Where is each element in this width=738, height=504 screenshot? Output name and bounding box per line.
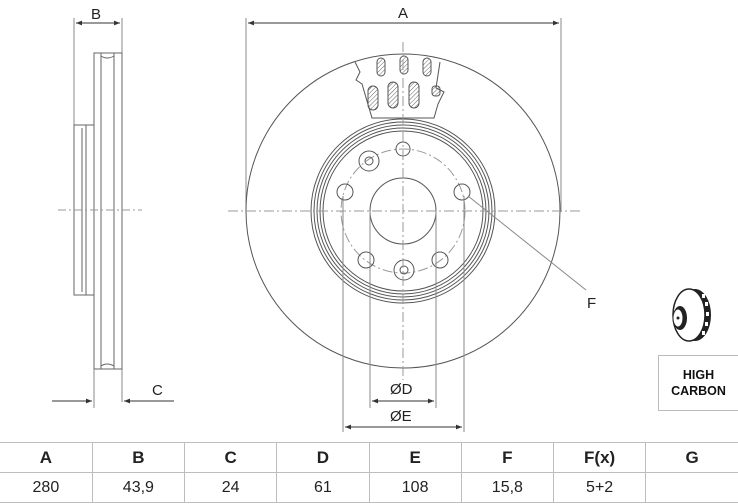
brake-disc-icon: [672, 288, 711, 342]
header-d: D: [276, 442, 370, 473]
value-b: 43,9: [91, 472, 186, 503]
header-g: G: [645, 442, 738, 473]
label-b: B: [91, 6, 101, 23]
header-f: F: [460, 442, 555, 473]
value-f: 15,8: [460, 472, 555, 503]
value-g: [645, 472, 738, 503]
header-fx: F(x): [552, 442, 647, 473]
value-e: 108: [368, 472, 462, 503]
label-c: C: [152, 382, 163, 399]
badge-line-1: HIGH: [682, 368, 715, 382]
badge-line-2: CARBON: [671, 384, 726, 398]
header-b: B: [91, 442, 186, 473]
spec-table-header-row: A B C D E F F(x) G: [0, 442, 738, 473]
value-d: 61: [276, 472, 370, 503]
value-fx: 5+2: [552, 472, 647, 503]
front-view: [228, 18, 587, 432]
value-a: 280: [0, 472, 93, 503]
label-a: A: [398, 5, 408, 22]
side-view: [52, 18, 174, 408]
value-c: 24: [183, 472, 278, 503]
label-oe: ØE: [390, 408, 412, 425]
header-c: C: [183, 442, 278, 473]
header-a: A: [0, 442, 93, 473]
spec-table: A B C D E F F(x) G 280 43,9 24 61 108 15…: [0, 442, 738, 503]
high-carbon-badge: HIGH CARBON: [658, 355, 738, 411]
label-od: ØD: [390, 381, 413, 398]
header-e: E: [368, 442, 462, 473]
label-f: F: [587, 295, 596, 312]
spec-table-value-row: 280 43,9 24 61 108 15,8 5+2: [0, 472, 738, 503]
